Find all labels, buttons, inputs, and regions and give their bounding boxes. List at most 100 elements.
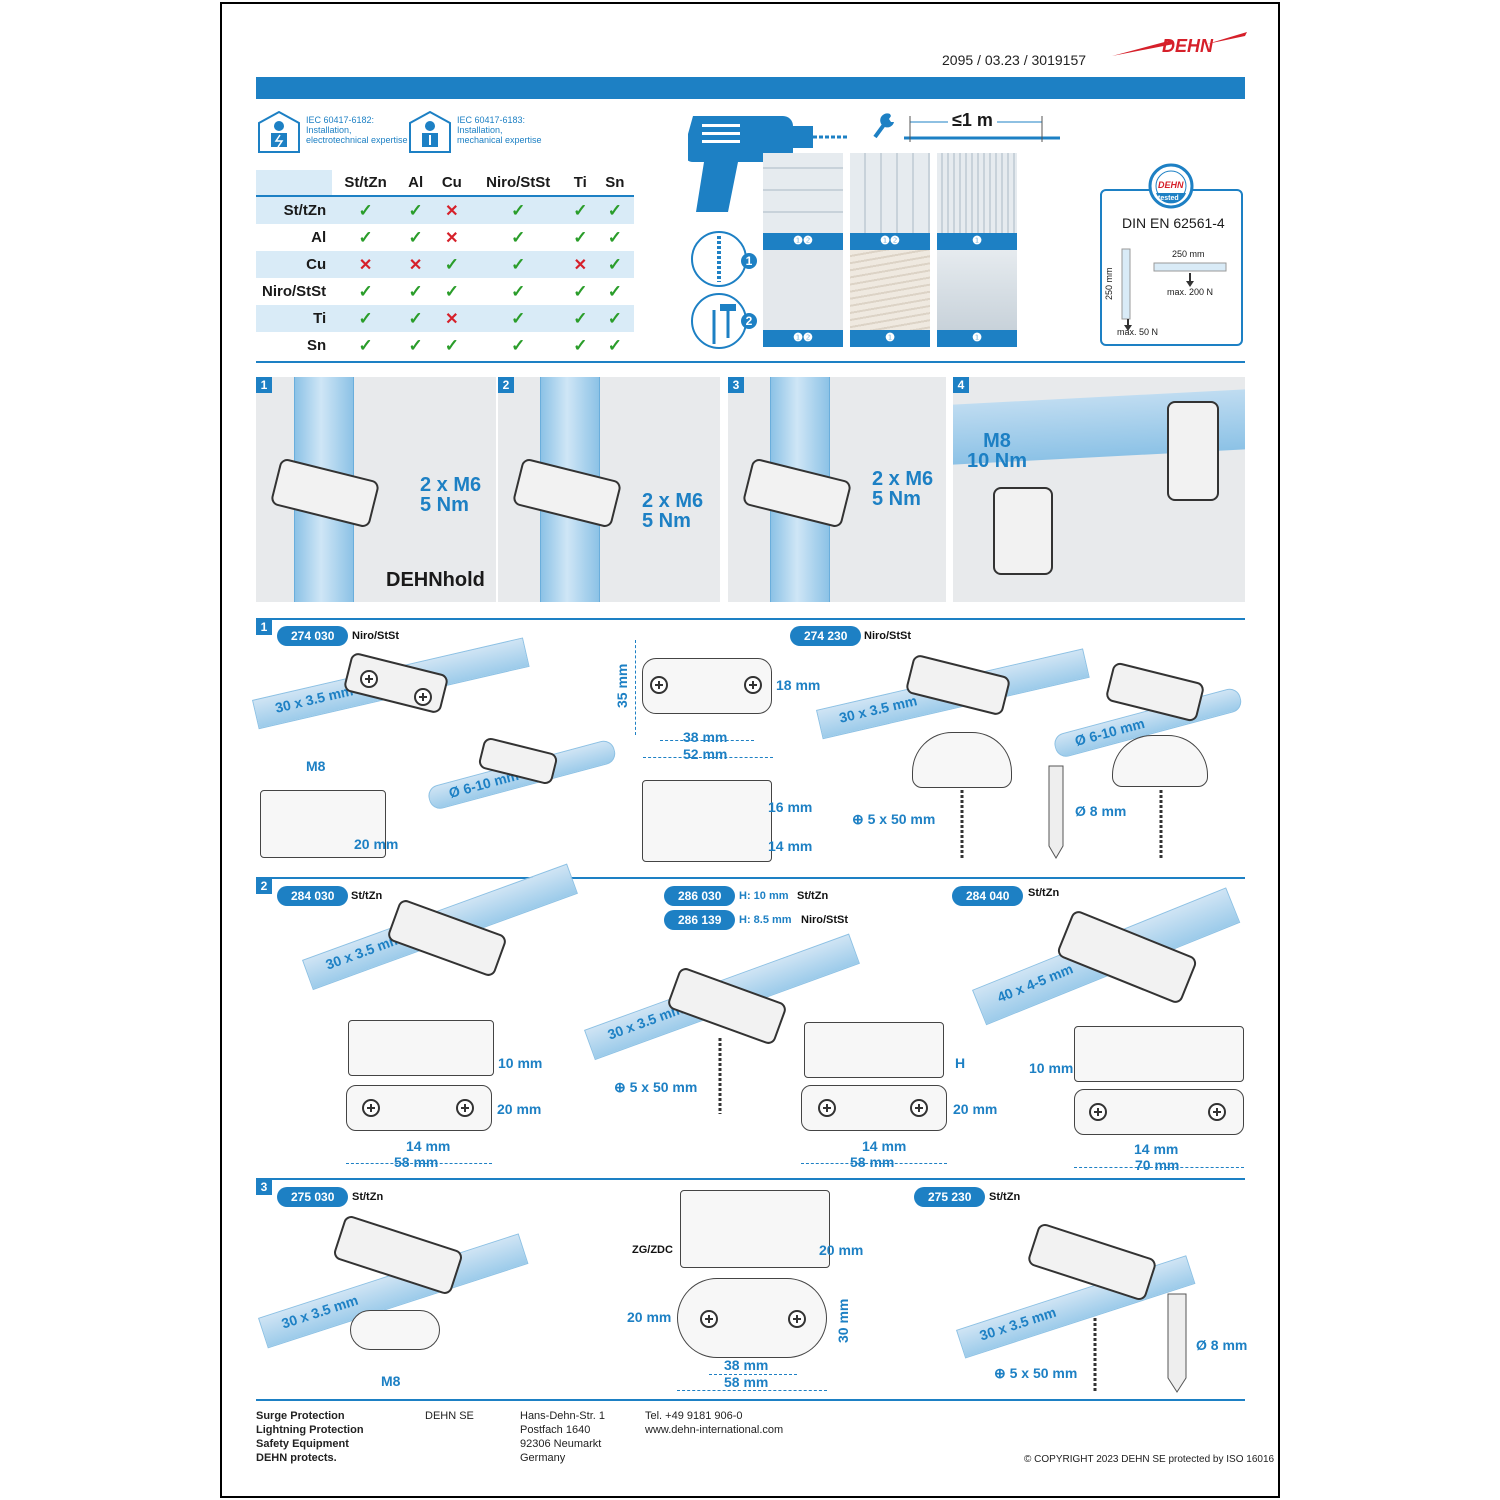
- wood-screw-icon: [713, 1038, 727, 1116]
- wall-plug-icon: [1043, 762, 1069, 862]
- compatible-check-icon: ✓: [573, 227, 588, 247]
- dim-label: 58 mm: [850, 1154, 895, 1170]
- row-header: Cu: [256, 251, 333, 278]
- dehn-logo: DEHN: [1112, 30, 1247, 60]
- clamp-body: [269, 457, 381, 529]
- compatible-check-icon: ✓: [511, 227, 526, 247]
- divider: [256, 1178, 1245, 1180]
- product-code-pill: 275 030: [277, 1187, 349, 1207]
- section-number: 2: [256, 878, 272, 894]
- compatible-check-icon: ✓: [607, 335, 622, 355]
- product-height: H: 8.5 mm: [739, 914, 792, 926]
- screw-method-icon: [690, 230, 750, 288]
- compatible-check-icon: ✓: [408, 281, 423, 301]
- compatible-check-icon: ✓: [564, 305, 596, 332]
- wood-screw-icon: [955, 790, 969, 860]
- dim-label: 14 mm: [862, 1138, 907, 1154]
- substrate-tile: ❶❷: [763, 153, 843, 250]
- divider: [256, 877, 1245, 879]
- dim-line: [709, 1374, 797, 1375]
- din-force-h: max. 200 N: [1167, 287, 1214, 297]
- substrate-image: [850, 153, 930, 233]
- substrate-tile: ❶: [937, 250, 1017, 347]
- dim-line: [677, 1390, 827, 1391]
- din-test-diagram: [1110, 245, 1235, 340]
- incompatible-cross-icon: ✕: [332, 251, 400, 278]
- product-height: H: 10 mm: [739, 890, 789, 902]
- method-badge: 1: [741, 253, 757, 269]
- compatible-check-icon: ✓: [358, 281, 373, 301]
- dim-label: 58 mm: [394, 1154, 439, 1170]
- substrate-tile: ❶❷: [850, 153, 930, 250]
- spacing-label: ≤1 m: [948, 110, 997, 131]
- table-row: Cu✕✕✓✓✕✓: [256, 251, 634, 278]
- product-code-pill: 284 040: [952, 886, 1024, 906]
- col-header: Niro/StSt: [471, 170, 565, 197]
- footer-claims: Surge Protection Lightning Protection Sa…: [256, 1409, 364, 1465]
- compatible-check-icon: ✓: [607, 281, 622, 301]
- divider: [256, 361, 1245, 363]
- compatible-check-icon: ✓: [471, 305, 565, 332]
- col-header: Al: [399, 170, 433, 197]
- dim-line: [1074, 1167, 1244, 1168]
- dim-label: 18 mm: [776, 677, 821, 693]
- compatible-check-icon: ✓: [399, 196, 433, 224]
- screw-label: ⊕ 5 x 50 mm: [994, 1365, 1078, 1381]
- compatible-check-icon: ✓: [408, 227, 423, 247]
- mechanical-expertise-icon: [409, 110, 451, 153]
- website-link[interactable]: www.dehn-international.com: [645, 1424, 784, 1436]
- address-line: Postfach 1640: [520, 1424, 591, 1436]
- din-force-v: max. 50 N: [1117, 327, 1159, 337]
- substrate-image: [763, 250, 843, 330]
- substrate-image: [763, 153, 843, 233]
- compatible-check-icon: ✓: [607, 227, 622, 247]
- clamp-screw: [818, 1099, 836, 1117]
- product-material: Niro/StSt: [864, 630, 912, 642]
- section-number: 3: [256, 1179, 272, 1195]
- dim-label: 20 mm: [819, 1242, 864, 1258]
- coating-label: ZG/ZDC: [632, 1244, 673, 1256]
- clamp-screw: [414, 688, 432, 706]
- clamp-screw: [700, 1310, 718, 1328]
- footer-address: Hans-Dehn-Str. 1 Postfach 1640 92306 Neu…: [520, 1409, 605, 1465]
- mounting-base: [912, 732, 1012, 788]
- compatible-check-icon: ✓: [332, 305, 400, 332]
- footer-claim: Surge Protection: [256, 1410, 345, 1422]
- product-name: DEHNhold: [386, 569, 485, 591]
- svg-text:DEHN: DEHN: [1162, 36, 1214, 56]
- incompatible-cross-icon: ✕: [564, 251, 596, 278]
- compatible-check-icon: ✓: [595, 196, 634, 224]
- electrotechnical-expertise-icon: [258, 110, 300, 153]
- incompatible-cross-icon: ✕: [432, 305, 472, 332]
- seal-bottom-text: tested: [1158, 195, 1179, 202]
- din-dim-v: 250 mm: [1104, 267, 1114, 300]
- wood-screw-icon: [1088, 1318, 1102, 1393]
- mounting-method-label: ❶❷: [880, 235, 900, 247]
- dim-label: 35 mm: [614, 663, 630, 708]
- compatible-check-icon: ✓: [595, 251, 634, 278]
- dim-label: 20 mm: [497, 1101, 542, 1117]
- substrate-image: [937, 250, 1017, 330]
- address-line: 92306 Neumarkt: [520, 1438, 602, 1450]
- dim-line: [346, 1163, 492, 1164]
- seal-top-text: DEHN: [1158, 180, 1184, 190]
- dim-label: 52 mm: [683, 746, 728, 762]
- dim-label: 38 mm: [683, 729, 728, 745]
- table-corner: [256, 170, 333, 197]
- compatible-check-icon: ✓: [511, 281, 526, 301]
- dehn-tested-seal: [1148, 163, 1194, 209]
- dim-label: 10 mm: [1029, 1060, 1074, 1076]
- table-row: Niro/StSt✓✓✓✓✓✓: [256, 278, 634, 305]
- screw-label: ⊕ 5 x 50 mm: [852, 811, 936, 827]
- din-standard-label: DIN EN 62561-4: [1122, 215, 1225, 231]
- footer-claim: DEHN protects.: [256, 1452, 337, 1464]
- incompatible-cross-icon: ✕: [399, 251, 433, 278]
- dim-label: 58 mm: [724, 1374, 769, 1390]
- hammer-method-icon: [690, 292, 750, 350]
- compatible-check-icon: ✓: [332, 196, 400, 224]
- header-bar: [256, 77, 1245, 99]
- clamp-side-view: [804, 1022, 944, 1078]
- dim-label: H: [955, 1055, 966, 1071]
- mounting-base: [1112, 735, 1208, 787]
- cert-mechanical-text: IEC 60417-6183: Installation, mechanical…: [457, 115, 542, 145]
